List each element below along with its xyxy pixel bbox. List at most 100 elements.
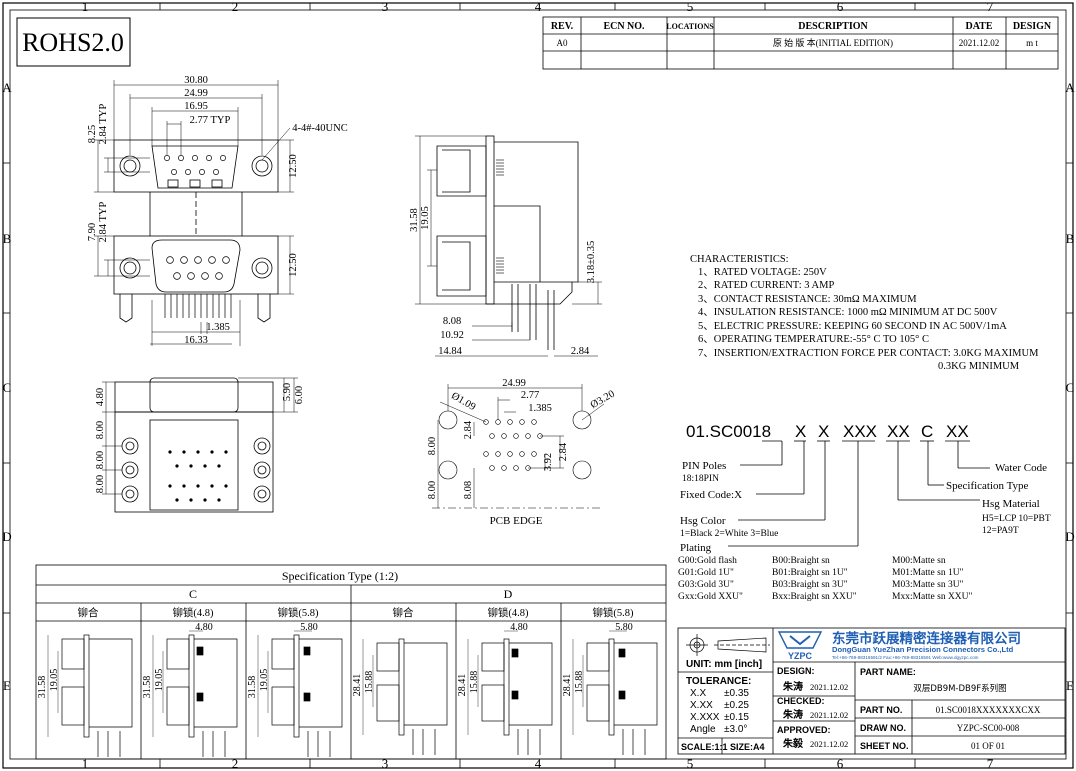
- rev-cell-rev: A0: [557, 38, 568, 48]
- char-item-4: 4、INSULATION RESISTANCE: 1000 mΩ MINIMUM…: [698, 307, 998, 318]
- dim-7-90: 7.90: [87, 223, 98, 241]
- col-label-7: 7: [987, 0, 994, 14]
- row-label-c: C: [3, 380, 12, 395]
- dim-14-84: 14.84: [438, 346, 462, 357]
- mini-view-c-lock-48: [152, 630, 238, 757]
- mini-c3-dim-b: 19.05: [259, 669, 270, 692]
- label-hsg-material-val-1: H5=LCP 10=PBT: [982, 514, 1051, 524]
- col-label-2-bottom: 2: [232, 756, 239, 771]
- rev-cell-date: 2021.12.02: [959, 38, 1000, 48]
- spec-col-2: 铆锁(4.8): [172, 606, 214, 619]
- pcb-dim-2-84-right: 2.84: [558, 442, 569, 461]
- mini-view-d-riveted: [362, 638, 448, 755]
- mini-d2-dim-c: 4.80: [510, 622, 528, 633]
- mini-c1-dim-a: 31.58: [37, 676, 48, 699]
- mini-d3-dim-a: 28.41: [562, 674, 573, 697]
- company-logo: YZPC: [777, 631, 823, 661]
- dim-24-99: 24.99: [184, 88, 208, 99]
- checked-name: 朱涛: [783, 708, 803, 721]
- char-item-7: 7、INSERTION/EXTRACTION FORCE PER CONTACT…: [698, 348, 1039, 359]
- label-spec-type: Specification Type: [946, 480, 1029, 492]
- plating-m01: M01:Matte sn 1U": [892, 568, 964, 578]
- pcb-edge-label: PCB EDGE: [490, 515, 543, 527]
- rohs-box: [16, 17, 131, 67]
- design-date: 2021.12.02: [810, 682, 848, 692]
- pcb-dim-3-92: 3.92: [543, 453, 554, 471]
- plating-m03: M03:Matte sn 3U": [892, 580, 964, 590]
- label-pin-poles-val: 18:18PIN: [682, 474, 719, 484]
- unit-label: UNIT: mm [inch]: [686, 659, 762, 670]
- dim-10-92: 10.92: [440, 330, 464, 341]
- revision-table: [542, 16, 1059, 70]
- pcb-dim-1-385: 1.385: [528, 403, 552, 414]
- dim-16-95: 16.95: [184, 101, 208, 112]
- top-view-drawing: [94, 80, 294, 346]
- tol-row-2-val: ±0.25: [724, 700, 749, 711]
- plating-b03: B03:Braight sn 3U": [772, 580, 848, 590]
- tol-row-4-val: ±3.0°: [724, 724, 747, 735]
- plating-mxx: Mxx:Matte sn XXU": [892, 592, 973, 602]
- row-label-d-right: D: [1065, 529, 1074, 544]
- plating-g03: G03:Gold 3U": [678, 580, 734, 590]
- dim-2-77-typ: 2.77 TYP: [190, 115, 231, 126]
- mini-c2-dim-a: 31.58: [142, 676, 153, 699]
- size-label: SIZE:A4: [730, 742, 765, 752]
- label-plating: Plating: [680, 542, 712, 554]
- plating-bxx: Bxx:Braight sn XXU": [772, 592, 857, 602]
- col-label-3-bottom: 3: [382, 756, 389, 771]
- tol-row-1-val: ±0.35: [724, 688, 749, 699]
- mini-view-c-lock-58: [257, 630, 343, 757]
- rev-header-date: DATE: [965, 21, 992, 32]
- plating-g01: G01:Gold 1U": [678, 568, 734, 578]
- spec-table-title: Specification Type (1:2): [282, 569, 398, 583]
- tol-row-2-key: X.XX: [690, 700, 713, 711]
- dim-31-58: 31.58: [409, 208, 420, 232]
- part-info-labels: PART NAME: PART NO. DRAW NO. SHEET NO.: [860, 667, 916, 751]
- approval-values: 朱涛 2021.12.02 朱涛 2021.12.02 朱毅 2021.12.0…: [783, 680, 848, 750]
- approved-label: APPROVED:: [777, 725, 831, 735]
- revision-headers: REV. ECN NO. LOCATIONS DESCRIPTION DATE …: [551, 21, 1052, 32]
- pcb-dim-24-99: 24.99: [502, 378, 526, 389]
- part-no-value: 01.SC0018XXXXXXXCXX: [936, 705, 1041, 715]
- col-label-5-bottom: 5: [687, 756, 694, 771]
- rev-cell-design: m t: [1026, 38, 1038, 48]
- dim-2-84-typ-upper: 2.84 TYP: [98, 104, 109, 145]
- dim-19-05: 19.05: [420, 206, 431, 230]
- draw-no-value: YZPC-SC00-008: [957, 723, 1020, 733]
- mini-d1-dim-a: 28.41: [352, 674, 363, 697]
- char-item-3: 3、CONTACT RESISTANCE: 30mΩ MAXIMUM: [698, 294, 917, 305]
- dim-4-80-front: 4.80: [95, 388, 106, 406]
- scale-label: SCALE:1:1: [681, 742, 728, 752]
- spec-col-headers: 铆合 铆锁(4.8) 铆锁(5.8) 铆合 铆锁(4.8) 铆锁(5.8): [78, 606, 635, 619]
- side-view-drawing: [415, 135, 602, 357]
- dim-8-00-front-a: 8.00: [95, 421, 106, 439]
- rev-header-ecn: ECN NO.: [603, 21, 645, 32]
- mini-view-c-riveted: [47, 634, 133, 757]
- dim-16-33: 16.33: [184, 335, 208, 346]
- checked-label: CHECKED:: [777, 696, 825, 706]
- front-view-dims: 4.80 5.90 6.00 8.00 8.00 8.00: [95, 383, 305, 493]
- pcb-dims: 24.99 2.77 1.385 Ø1.09 Ø3.20 2.84 2.84 8…: [427, 378, 617, 527]
- label-hsg-color-val: 1=Black 2=White 3=Blue: [680, 529, 778, 539]
- pcb-dim-8-00-lower: 8.00: [427, 481, 438, 499]
- dim-8-00-front-b: 8.00: [95, 451, 106, 469]
- label-pin-poles: PIN Poles: [682, 460, 726, 472]
- pcb-dim-8-08: 8.08: [463, 481, 474, 499]
- company-contact: Tel:+86-769-88316591/2 Fax:+86-769-88316…: [832, 655, 979, 660]
- row-label-a: A: [2, 80, 12, 95]
- mini-d3-dim-b: 15.88: [574, 671, 585, 694]
- tolerance-block: TOLERANCE: X.X ±0.35 X.XX ±0.25 X.XXX ±0…: [681, 676, 765, 752]
- plating-table: G00:Gold flash B00:Braight sn M00:Matte …: [678, 555, 973, 602]
- part-code-seg-4: XX: [887, 422, 910, 441]
- part-code-seg-5: C: [921, 422, 933, 441]
- row-label-a-right: A: [1065, 80, 1075, 95]
- part-code-seg-6: XX: [946, 422, 969, 441]
- dim-2-84-side: 2.84: [571, 346, 590, 357]
- mini-view-d-lock-48: [467, 630, 553, 755]
- mini-c3-dim-c: 5.80: [300, 622, 318, 633]
- design-label: DESIGN:: [777, 666, 815, 676]
- label-hsg-color: Hsg Color: [680, 515, 726, 527]
- spec-table-grid: [35, 564, 667, 760]
- dim-8-00-front-c: 8.00: [95, 475, 106, 493]
